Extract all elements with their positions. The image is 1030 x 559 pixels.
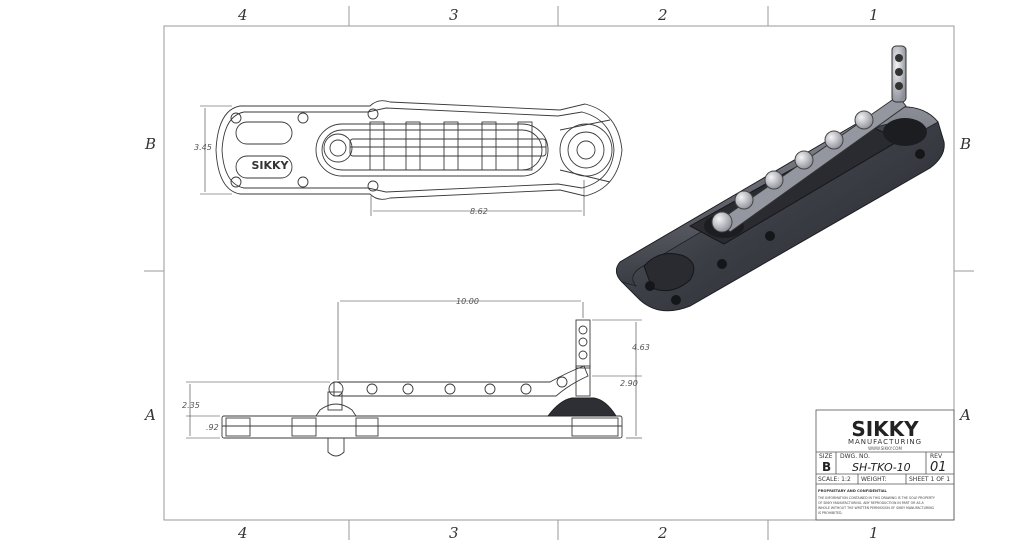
zone-label-bottom-2: 2: [658, 524, 668, 542]
zone-label-bottom-4: 4: [238, 524, 248, 542]
size-label: SIZE: [819, 453, 833, 460]
proprietary-text-4: IS PROHIBITED.: [818, 511, 843, 515]
zone-label-top-4: 4: [238, 6, 248, 24]
zone-label-top-1: 1: [869, 6, 879, 24]
title-logo-subtitle: MANUFACTURING: [848, 438, 922, 446]
scale-label: SCALE: 1:2: [818, 476, 851, 483]
plate-logo-mark: SIKKY: [251, 159, 289, 172]
dwg-label: DWG. NO.: [840, 453, 870, 460]
dwg-value: SH-TKO-10: [852, 461, 911, 474]
zone-label-right-a: A: [960, 406, 971, 424]
dim-side-left: 2.35: [182, 401, 200, 410]
dim-side-mid: 2.90: [620, 379, 638, 388]
zone-label-top-3: 3: [449, 6, 459, 24]
proprietary-title: PROPRIETARY AND CONFIDENTIAL: [818, 489, 888, 493]
proprietary-text-1: THE INFORMATION CONTAINED IN THIS DRAWIN…: [817, 496, 935, 500]
rev-label: REV: [930, 453, 943, 460]
dim-top-height: 3.45: [194, 143, 212, 152]
dim-side-base: .92: [206, 423, 219, 432]
side-boot: [546, 397, 617, 417]
sheet-frame: [144, 6, 974, 540]
title-block: [815, 409, 955, 521]
title-logo-brand: SIKKY: [851, 417, 919, 441]
title-logo-web: WWW.SIKKY.COM: [868, 446, 902, 451]
dim-side-span: 10.00: [456, 297, 479, 306]
zone-label-bottom-3: 3: [449, 524, 459, 542]
weight-label: WEIGHT:: [861, 476, 887, 483]
zone-label-left-b: B: [145, 135, 157, 153]
isometric-view: [616, 45, 945, 312]
rev-value: 01: [930, 460, 947, 475]
side-view: [186, 300, 642, 457]
zone-label-bottom-1: 1: [869, 524, 879, 542]
size-value: B: [822, 460, 831, 474]
sheet-label: SHEET 1 OF 1: [909, 476, 950, 483]
dim-side-height: 4.63: [632, 343, 650, 352]
proprietary-text-3: WHOLE WITHOUT THE WRITTEN PERMISSION OF …: [818, 506, 934, 510]
zone-label-right-b: B: [960, 135, 972, 153]
proprietary-text-2: OF SIKKY MANUFACTURING. ANY REPRODUCTION…: [818, 501, 925, 505]
dim-top-length: 8.62: [470, 207, 488, 216]
zone-label-left-a: A: [145, 406, 156, 424]
zone-label-top-2: 2: [658, 6, 668, 24]
top-view: [200, 100, 623, 216]
